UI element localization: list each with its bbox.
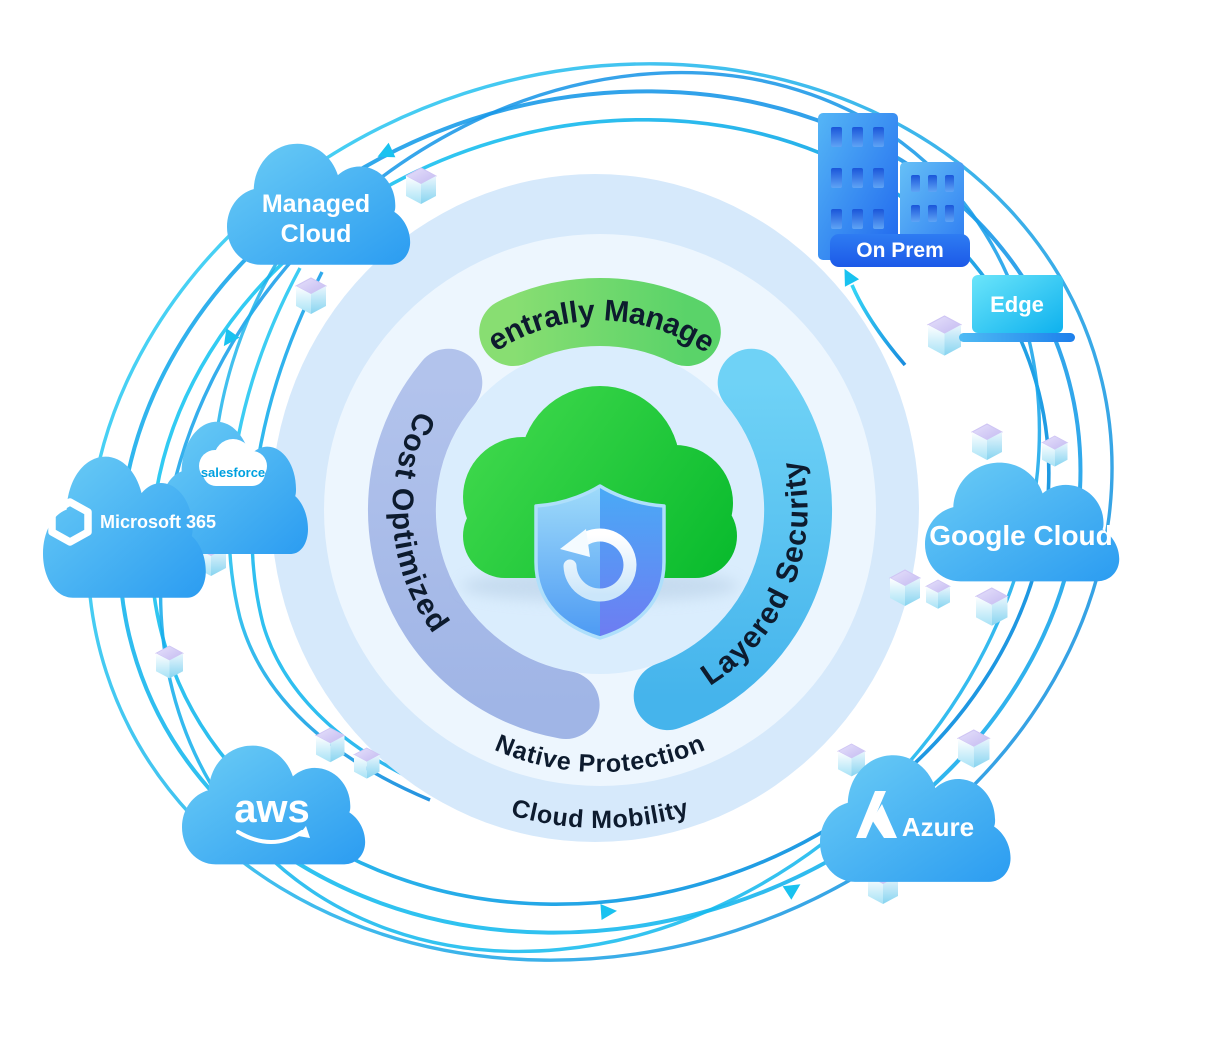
cloud-managed: Managed Cloud [227,143,411,265]
aws-smile-icon [236,826,310,844]
cube-icon [315,727,345,763]
cloud-google: Google Cloud [925,462,1120,582]
segment-centrally-managed [479,277,721,366]
segment-cost-optimized [367,348,600,739]
cube-icon [155,645,184,679]
central-wheel: Centrally Managed Cost Optimized Layered… [0,0,919,842]
cube-icon [927,315,962,357]
salesforce-wordmark: salesforce [201,465,265,480]
orbit-ring-2 [117,89,1083,935]
cube-icon [1041,435,1068,468]
cloud-azure: Azure [820,755,1011,882]
edge-label: Edge [990,292,1044,317]
orbit-connector-2 [250,271,449,797]
managed-cloud-label-line1: Managed [262,190,370,218]
cube-icon [925,579,951,610]
orbit-arrow-icon [600,902,618,920]
edge-laptop-icon: Edge [959,275,1075,342]
cloud-salesforce: salesforce [160,421,308,554]
google-cloud-label: Google Cloud [929,520,1113,551]
cloud-microsoft365: Microsoft 365 [43,456,216,598]
azure-logo [856,791,897,838]
restore-arrow-icon [560,528,637,602]
onprem-group: On Prem [818,113,970,267]
cube-icon [295,277,327,315]
cube-icon [975,587,1009,627]
onprem-pill [830,234,970,267]
onprem-label: On Prem [856,239,944,262]
segment-layered-security [633,348,833,731]
shield-icon [534,484,666,640]
salesforce-logo: salesforce [199,439,267,486]
orbit-connector-onprem [850,284,907,367]
cloud-aws: aws [182,745,366,865]
aws-logo-text: aws [234,787,310,831]
building-small-icon [900,162,964,246]
microsoft365-label: Microsoft 365 [100,512,216,532]
microsoft365-logo [48,498,92,546]
managed-cloud-label-line2: Cloud [281,220,352,248]
orbit-arrow-icon [837,265,860,287]
azure-label: Azure [902,812,974,842]
cube-icon [971,423,1003,461]
cube-icon [405,167,437,205]
cube-icon [957,729,991,769]
